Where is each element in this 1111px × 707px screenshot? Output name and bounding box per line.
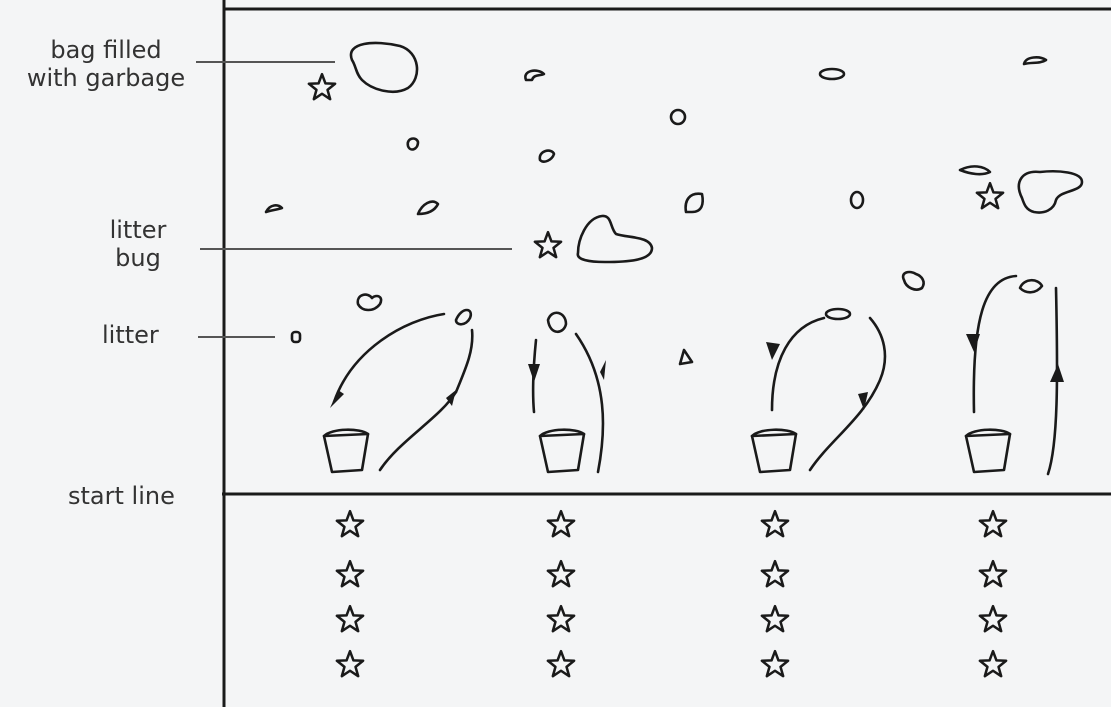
arrow-head [528,364,540,382]
litter-icon [408,139,418,150]
litter-icon [418,202,438,214]
star-icon [548,561,574,586]
arrow-head [330,390,344,408]
litter-icon [903,272,924,290]
litter-icon [1024,57,1046,64]
label-pointers [196,62,512,337]
relay-lane-3 [752,309,885,472]
litter-icon [671,110,685,124]
litter-icon [548,313,566,332]
star-icon [762,606,788,631]
star-icon [548,651,574,676]
relay-lane-1 [324,310,472,472]
litter-icon [960,166,990,174]
arrow-head [858,392,868,410]
litter-icon [686,194,703,212]
litter-bug-1 [309,43,417,99]
arrow-to-litter-tail [456,330,472,392]
litter-scatter [266,57,1046,364]
litter-icon [292,332,300,342]
litter-icon [358,295,381,310]
star-icon [548,511,574,536]
litter-icon [266,205,282,212]
star-icon [337,606,363,631]
star-icon [977,183,1003,208]
star-icon [980,561,1006,586]
team-lane-3 [762,511,788,676]
star-icon [980,651,1006,676]
arrow-to-bucket [334,314,444,402]
star-icon [309,74,335,99]
team-lane-2 [548,511,574,676]
arrow-to-bucket [974,276,1016,412]
litter-icon [1020,280,1042,292]
star-icon [762,651,788,676]
bucket-icon [752,434,796,472]
litter-icon [826,309,850,319]
arrow-head [966,334,980,352]
relay-lane-4 [966,276,1064,474]
star-icon [337,561,363,586]
team-lane-1 [337,511,363,676]
garbage-bag-icon [578,216,652,262]
bucket-icon [966,434,1010,472]
bucket-icon [540,434,584,472]
arrow-head [1050,364,1064,382]
star-icon [535,232,561,257]
litter-icon [456,310,471,324]
relay-lane-2 [528,313,606,472]
litter-bug-2 [535,216,652,262]
arrow-to-litter [380,392,456,470]
star-icon [980,606,1006,631]
star-icon [762,511,788,536]
litter-icon [851,192,863,208]
star-icon [762,561,788,586]
litter-icon [820,69,844,79]
litter-bug-3 [977,171,1082,212]
field-border [222,0,1111,707]
team-lane-4 [980,511,1006,676]
star-icon [337,651,363,676]
star-icon [980,511,1006,536]
garbage-bag-icon [351,43,417,92]
arrow-head [766,342,780,360]
arrow-to-bucket [772,318,824,410]
bucket-icon [324,434,368,472]
litter-icon [680,350,692,364]
garbage-bag-icon [1019,171,1082,212]
litter-icon [540,151,554,162]
star-icon [337,511,363,536]
arrow-head [600,360,606,380]
litter-icon [525,71,544,80]
arrow-to-litter [810,318,885,470]
star-icon [548,606,574,631]
